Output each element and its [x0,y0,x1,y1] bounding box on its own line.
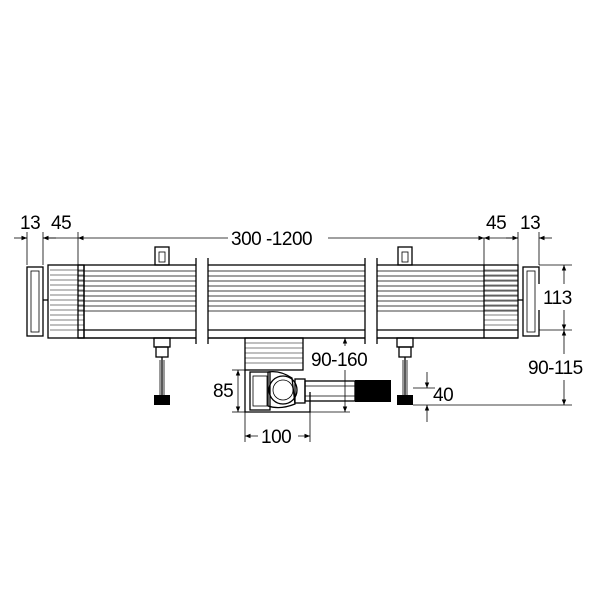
channel-body [47,264,519,339]
left-end-piece [50,269,84,331]
adjustable-foot-left [153,337,171,405]
dim-end-cap-left: 13 [20,213,40,234]
length-break-right [364,258,378,344]
dim-channel-length: 300 -1200 [231,229,312,250]
adjustable-foot-right [396,337,414,405]
dim-end-piece-left: 45 [51,213,71,234]
length-break-left [195,258,209,344]
dim-outlet-height: 85 [213,381,233,402]
right-end-cap [518,266,540,337]
dim-foot-height: 40 [433,385,453,406]
dim-end-cap-right: 13 [520,213,540,234]
dimension-lines [14,232,572,442]
mounting-clip-right [397,246,413,266]
dim-overall-height: 90-115 [528,358,583,379]
left-end-cap [26,266,48,337]
dim-channel-height: 113 [543,288,572,309]
right-end-piece [484,269,518,331]
mounting-clip-left [154,246,170,266]
dim-outlet-width: 100 [261,427,291,448]
dim-end-piece-right: 45 [486,213,506,234]
dim-drain-depth: 90-160 [311,350,367,371]
